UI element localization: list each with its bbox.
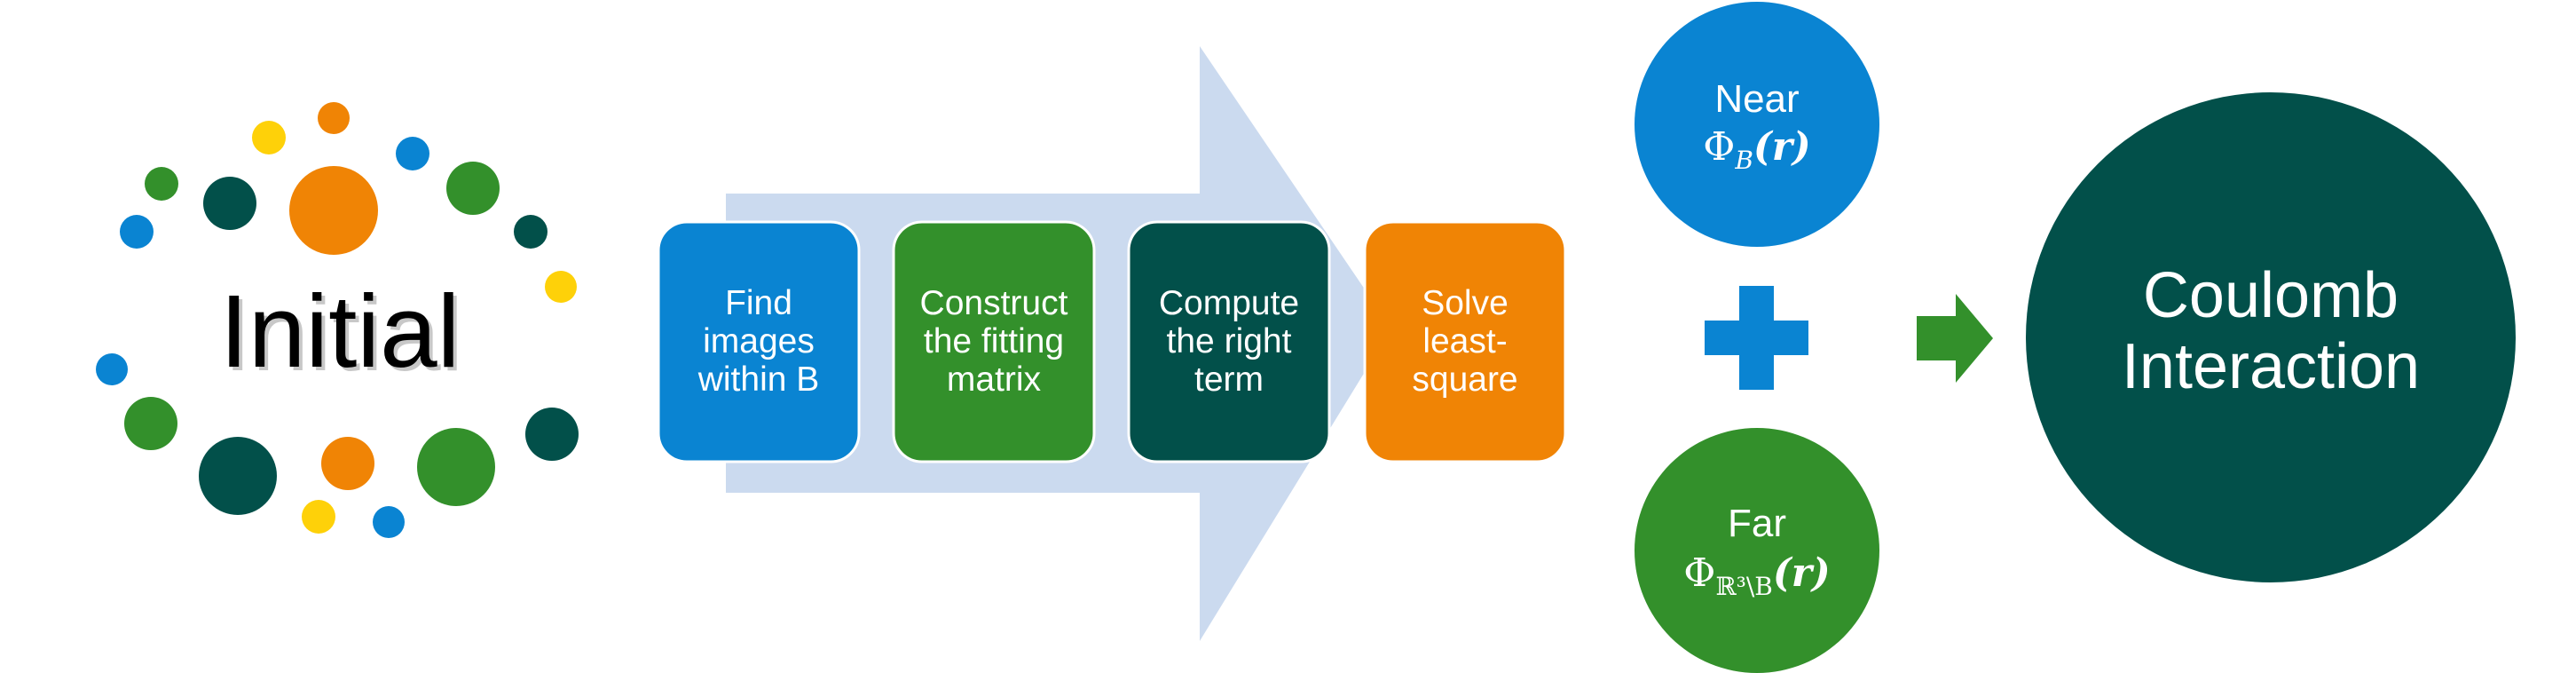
initial-title-group: Initial Initial — [220, 273, 464, 392]
far-argument: (r) — [1773, 550, 1831, 596]
step-label-line: term — [1194, 360, 1264, 399]
step-label-line: Construct — [920, 284, 1068, 322]
dot-blue — [396, 137, 429, 170]
step-label-line: square — [1412, 360, 1517, 399]
step-label-line: images — [703, 322, 815, 360]
near-node: Near ΦB(r) — [1635, 2, 1879, 247]
step-box — [1127, 220, 1331, 463]
dot-green — [417, 428, 495, 506]
dot-green — [446, 162, 500, 215]
far-formula: Φℝ³\B(r) — [1683, 550, 1830, 601]
dot-yellow — [302, 500, 335, 534]
near-subscript: B — [1734, 146, 1753, 175]
initial-title-shadow: Initial — [224, 277, 464, 392]
result-line-2: Interaction — [2122, 331, 2420, 402]
dot-orange — [318, 102, 350, 134]
near-phi: Φ — [1703, 124, 1735, 170]
step-label-line: Solve — [1422, 284, 1509, 322]
step-label-line: least- — [1422, 322, 1507, 360]
step-box — [1363, 220, 1567, 463]
dot-dark — [199, 437, 277, 515]
step-solve-least-square: Solve least- square — [1363, 220, 1567, 463]
step-construct-matrix: Construct the fitting matrix — [892, 220, 1096, 463]
dot-blue — [96, 353, 128, 385]
step-find-images: Find images within B — [657, 220, 861, 463]
dot-yellow — [252, 121, 286, 154]
step-compute-right-term: Compute the right term — [1127, 220, 1331, 463]
dot-dark — [514, 215, 547, 249]
near-formula: ΦB(r) — [1703, 124, 1810, 175]
near-circle — [1635, 2, 1879, 247]
far-node: Far Φℝ³\B(r) — [1635, 428, 1879, 673]
dot-green — [145, 167, 178, 201]
step-label-line: within B — [697, 360, 820, 399]
step-box — [892, 220, 1096, 463]
initial-dots-ring — [96, 102, 579, 538]
dot-dark — [525, 408, 579, 461]
result-circle — [2026, 92, 2516, 582]
dot-orange — [289, 166, 378, 255]
dot-blue — [120, 215, 154, 249]
step-label-line: the fitting — [924, 322, 1064, 360]
near-label: Near — [1714, 77, 1799, 121]
dot-orange — [321, 437, 374, 490]
step-label-line: Compute — [1159, 284, 1299, 322]
far-circle — [1635, 428, 1879, 673]
step-box — [657, 220, 861, 463]
near-argument: (r) — [1753, 124, 1811, 170]
dot-yellow — [545, 271, 577, 303]
right-arrow-icon — [1917, 294, 1993, 383]
dot-green — [124, 397, 177, 450]
dot-dark — [203, 177, 256, 230]
step-label-line: the right — [1167, 322, 1292, 360]
step-label-line: Find — [725, 284, 792, 322]
far-label: Far — [1728, 502, 1786, 545]
initial-title: Initial — [220, 273, 461, 389]
far-subscript: ℝ³\B — [1715, 572, 1773, 601]
result-node: Coulomb Interaction — [2026, 92, 2516, 582]
result-line-1: Coulomb — [2143, 260, 2399, 331]
plus-icon — [1705, 286, 1808, 390]
step-label-line: matrix — [947, 360, 1042, 399]
far-phi: Φ — [1683, 550, 1715, 596]
dot-blue — [373, 506, 405, 538]
